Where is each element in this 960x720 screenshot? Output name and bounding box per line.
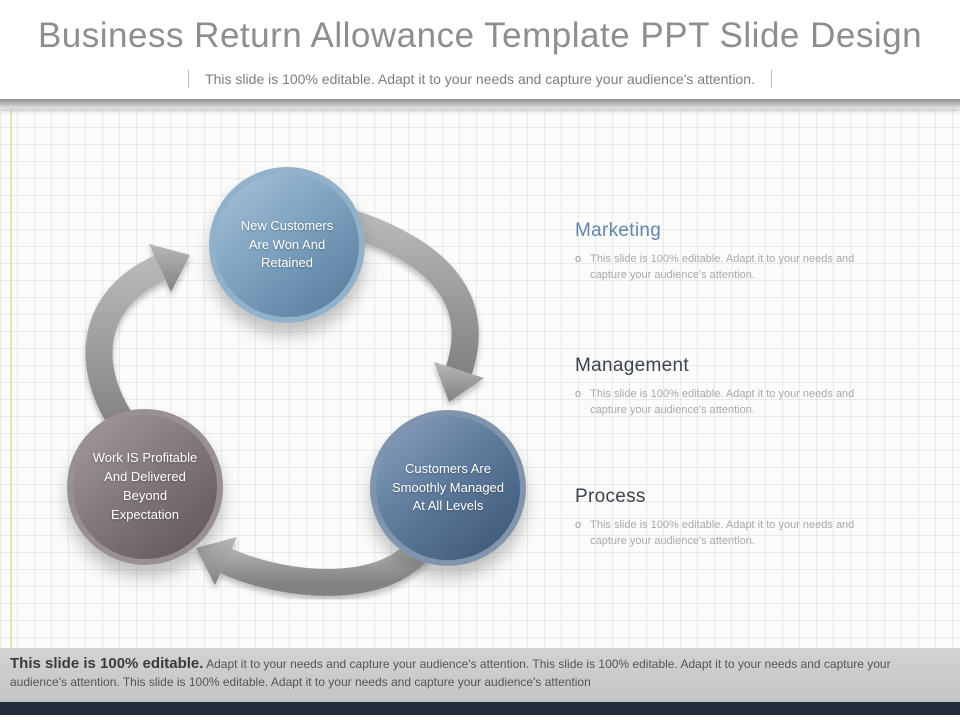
section-heading: Marketing xyxy=(575,220,662,241)
node-customers-managed: Customers Are Smoothly Managed At All Le… xyxy=(370,410,526,566)
section-text: This slide is 100% editable. Adapt it to… xyxy=(590,519,855,547)
node-label: New Customers Are Won And Retained xyxy=(240,217,334,271)
section-bullet-row: o This slide is 100% editable. Adapt it … xyxy=(575,252,895,284)
section-heading: Management xyxy=(575,355,689,376)
header-divider xyxy=(0,99,960,108)
bullet-marker: o xyxy=(575,253,582,265)
subtitle-row: This slide is 100% editable. Adapt it to… xyxy=(0,70,960,89)
bullet-marker: o xyxy=(575,388,582,400)
footer-bar: This slide is 100% editable. Adapt it to… xyxy=(0,648,960,702)
footer-lead-text: This slide is 100% editable. xyxy=(10,655,204,672)
node-label: Work IS Profitable And Delivered Beyond … xyxy=(92,450,198,522)
bottom-navy-bar xyxy=(0,702,960,715)
node-new-customers: New Customers Are Won And Retained xyxy=(209,167,365,323)
footer-body-text: Adapt it to your needs and capture your … xyxy=(10,657,891,689)
node-work-profitable: Work IS Profitable And Delivered Beyond … xyxy=(67,409,223,565)
page-title: Business Return Allowance Template PPT S… xyxy=(37,16,923,55)
section-process: Process o This slide is 100% editable. A… xyxy=(575,486,895,550)
notebook-margin-line xyxy=(10,110,12,648)
section-heading: Process xyxy=(575,486,646,507)
section-text: This slide is 100% editable. Adapt it to… xyxy=(590,253,855,281)
bullet-marker: o xyxy=(575,519,582,531)
section-text: This slide is 100% editable. Adapt it to… xyxy=(590,388,855,416)
slide-subtitle: This slide is 100% editable. Adapt it to… xyxy=(188,70,772,88)
section-bullet-row: o This slide is 100% editable. Adapt it … xyxy=(575,387,895,419)
section-bullet-row: o This slide is 100% editable. Adapt it … xyxy=(575,518,895,550)
section-management: Management o This slide is 100% editable… xyxy=(575,355,895,419)
node-label: Customers Are Smoothly Managed At All Le… xyxy=(392,460,505,514)
section-marketing: Marketing o This slide is 100% editable.… xyxy=(575,220,895,284)
